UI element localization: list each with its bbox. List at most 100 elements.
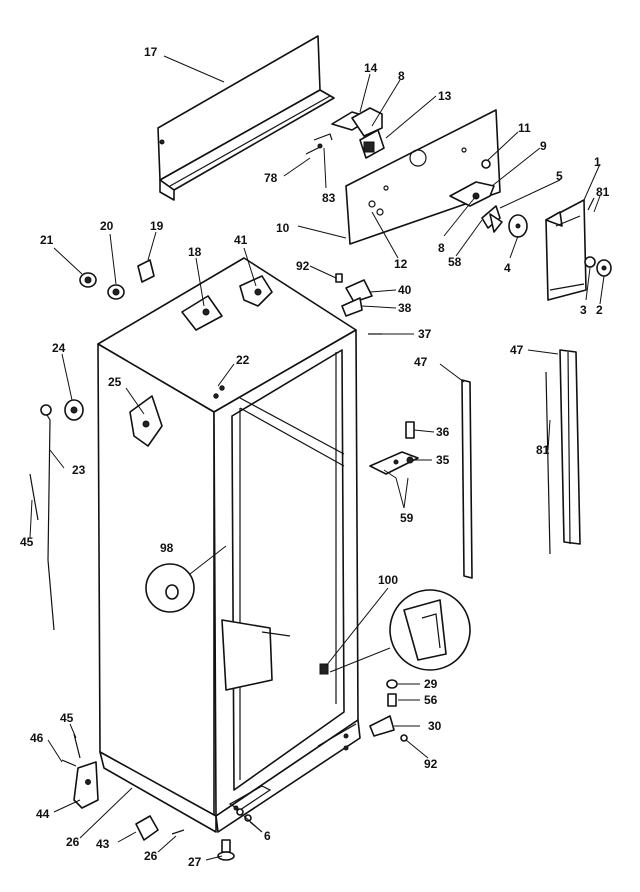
callout-14: 14 — [364, 61, 378, 75]
callout-11: 11 — [518, 121, 531, 135]
callout-9: 9 — [540, 139, 547, 153]
part-1-control-housing — [545, 199, 587, 301]
callout-47: 47 — [510, 343, 524, 357]
part-14-bracket — [331, 107, 383, 137]
callout-43: 43 — [96, 837, 110, 851]
part-47-door-strip-left — [461, 379, 473, 579]
callout-58: 58 — [448, 255, 462, 269]
part-43-leveler-bracket — [135, 815, 159, 841]
callout-1: 1 — [594, 155, 601, 169]
callout-78: 78 — [264, 171, 278, 185]
part-40-hinge — [345, 279, 373, 303]
callout-labels: 17 14 8 13 11 9 1 5 81 78 83 10 12 8 58 … — [20, 45, 610, 869]
callout-26: 26 — [66, 835, 80, 849]
callout-5: 5 — [556, 169, 563, 183]
cabinet-body — [97, 257, 361, 833]
part-21-grommet — [79, 272, 97, 288]
callout-10: 10 — [276, 221, 290, 235]
callout-92: 92 — [296, 259, 310, 273]
part-13-control — [359, 129, 385, 159]
callout-40: 40 — [398, 283, 412, 297]
part-20-grommet — [107, 284, 125, 300]
callout-25: 25 — [108, 375, 122, 389]
callout-18: 18 — [188, 245, 202, 259]
callout-56: 56 — [424, 693, 438, 707]
part-17-top-cover — [157, 35, 335, 201]
part-24-washer — [64, 399, 84, 421]
part-83-clip — [313, 133, 333, 141]
callout-81: 81 — [536, 443, 550, 457]
callout-47: 47 — [414, 355, 428, 369]
callout-29: 29 — [424, 677, 438, 691]
part-9-motor-bracket — [449, 181, 495, 207]
part-36-pin — [405, 421, 415, 439]
callout-17: 17 — [144, 45, 158, 59]
callout-19: 19 — [150, 219, 164, 233]
callout-24: 24 — [52, 341, 66, 355]
part-81-screw-top — [587, 197, 595, 211]
callout-4: 4 — [504, 261, 511, 275]
part-45-screw-lower — [73, 733, 81, 759]
part-35-hinge — [369, 451, 419, 475]
part-38-shim — [341, 297, 363, 317]
part-81-screw-right — [545, 371, 551, 555]
callout-41: 41 — [234, 233, 248, 247]
part-100-detail — [319, 589, 471, 675]
part-26-screw — [171, 829, 185, 835]
callout-30: 30 — [428, 719, 442, 733]
part-2-knob — [596, 259, 612, 277]
part-3-knob-dial — [584, 256, 596, 268]
part-30-hinge-lower — [369, 715, 395, 737]
part-45-screw-left — [29, 473, 39, 521]
callout-21: 21 — [40, 233, 54, 247]
part-18-hinge-plate — [181, 295, 223, 331]
callout-45: 45 — [60, 711, 74, 725]
callout-22: 22 — [236, 353, 250, 367]
part-5-fan-blade — [481, 205, 503, 233]
callout-8: 8 — [438, 241, 445, 255]
part-4-fan-hub — [508, 214, 528, 238]
callout-20: 20 — [100, 219, 114, 233]
callout-8: 8 — [398, 69, 405, 83]
part-11-grommet — [481, 159, 491, 169]
callout-3: 3 — [580, 303, 587, 317]
callout-6: 6 — [264, 829, 271, 843]
callout-27: 27 — [188, 855, 202, 869]
callout-100: 100 — [378, 573, 398, 587]
part-98-detail-circle — [145, 563, 195, 613]
callout-38: 38 — [398, 301, 412, 315]
part-6-screws — [236, 808, 252, 822]
part-47-door-strip-right — [559, 349, 581, 545]
part-56-pin — [387, 693, 397, 707]
part-25-side-plate — [129, 395, 163, 447]
callout-13: 13 — [438, 89, 452, 103]
part-19-cap — [137, 259, 155, 283]
part-78-screw — [305, 143, 323, 155]
leader-lines — [29, 55, 605, 861]
callout-98: 98 — [160, 541, 174, 555]
part-92-screw-lower — [400, 734, 408, 742]
callout-59: 59 — [400, 511, 414, 525]
callout-92: 92 — [424, 757, 438, 771]
part-29-washer — [386, 679, 398, 689]
part-10-panel — [345, 109, 501, 245]
callout-37: 37 — [418, 327, 432, 341]
part-41-hinge-bracket — [239, 275, 273, 307]
part-44-bracket — [73, 761, 99, 809]
callout-46: 46 — [30, 731, 44, 745]
callout-23: 23 — [72, 463, 86, 477]
callout-26: 26 — [144, 849, 158, 863]
part-92-screw-top — [335, 273, 343, 283]
part-27-leveler — [217, 839, 235, 861]
callout-36: 36 — [436, 425, 450, 439]
part-23-rod — [40, 404, 55, 631]
callout-35: 35 — [436, 453, 450, 467]
callout-12: 12 — [394, 257, 408, 271]
callout-2: 2 — [596, 303, 603, 317]
callout-45: 45 — [20, 535, 34, 549]
callout-44: 44 — [36, 807, 50, 821]
callout-83: 83 — [322, 191, 336, 205]
callout-81: 81 — [596, 185, 610, 199]
part-46-screw — [61, 759, 77, 767]
